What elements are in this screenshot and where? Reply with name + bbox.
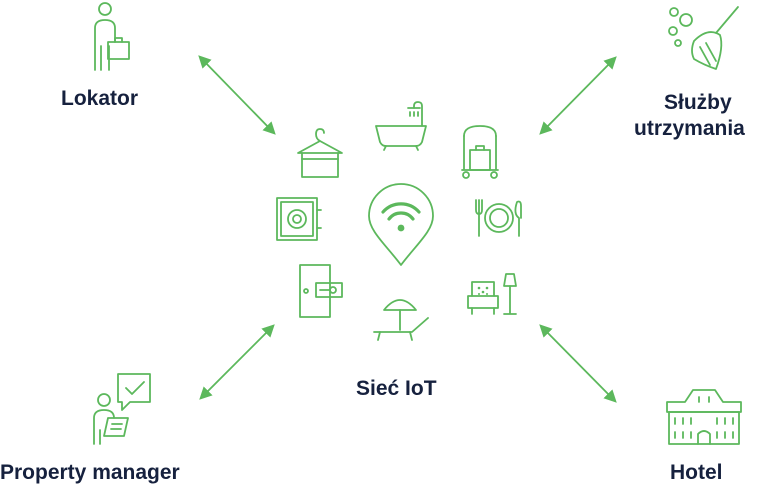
plate-cutlery-icon bbox=[475, 199, 522, 237]
person-briefcase-icon bbox=[94, 2, 130, 71]
person-checklist-icon bbox=[93, 373, 151, 445]
actor-hotel-label: Hotel bbox=[670, 461, 723, 484]
actor-maintenance-label-line1: Służby bbox=[664, 91, 732, 114]
hotel-building-icon bbox=[666, 389, 742, 445]
arrow-property-manager bbox=[199, 324, 275, 400]
actor-tenant-label: Lokator bbox=[61, 87, 139, 110]
actor-maintenance-label-line2: utrzymania bbox=[634, 117, 745, 140]
cleaning-broom-icon bbox=[668, 6, 739, 70]
center-label: Sieć IoT bbox=[356, 377, 437, 400]
safe-icon bbox=[276, 197, 322, 241]
arrow-maintenance bbox=[539, 56, 617, 135]
wifi-location-pin-icon bbox=[368, 183, 434, 266]
actor-property-manager-label: Property manager bbox=[0, 461, 180, 484]
arrow-hotel bbox=[539, 324, 617, 403]
armchair-lamp-icon bbox=[467, 273, 517, 315]
luggage-cart-icon bbox=[461, 125, 499, 179]
smart-door-lock-icon bbox=[299, 264, 343, 318]
bathtub-icon bbox=[375, 101, 427, 151]
arrow-tenant bbox=[198, 55, 276, 135]
hanger-towel-icon bbox=[297, 128, 343, 178]
sunbed-umbrella-icon bbox=[373, 299, 429, 341]
